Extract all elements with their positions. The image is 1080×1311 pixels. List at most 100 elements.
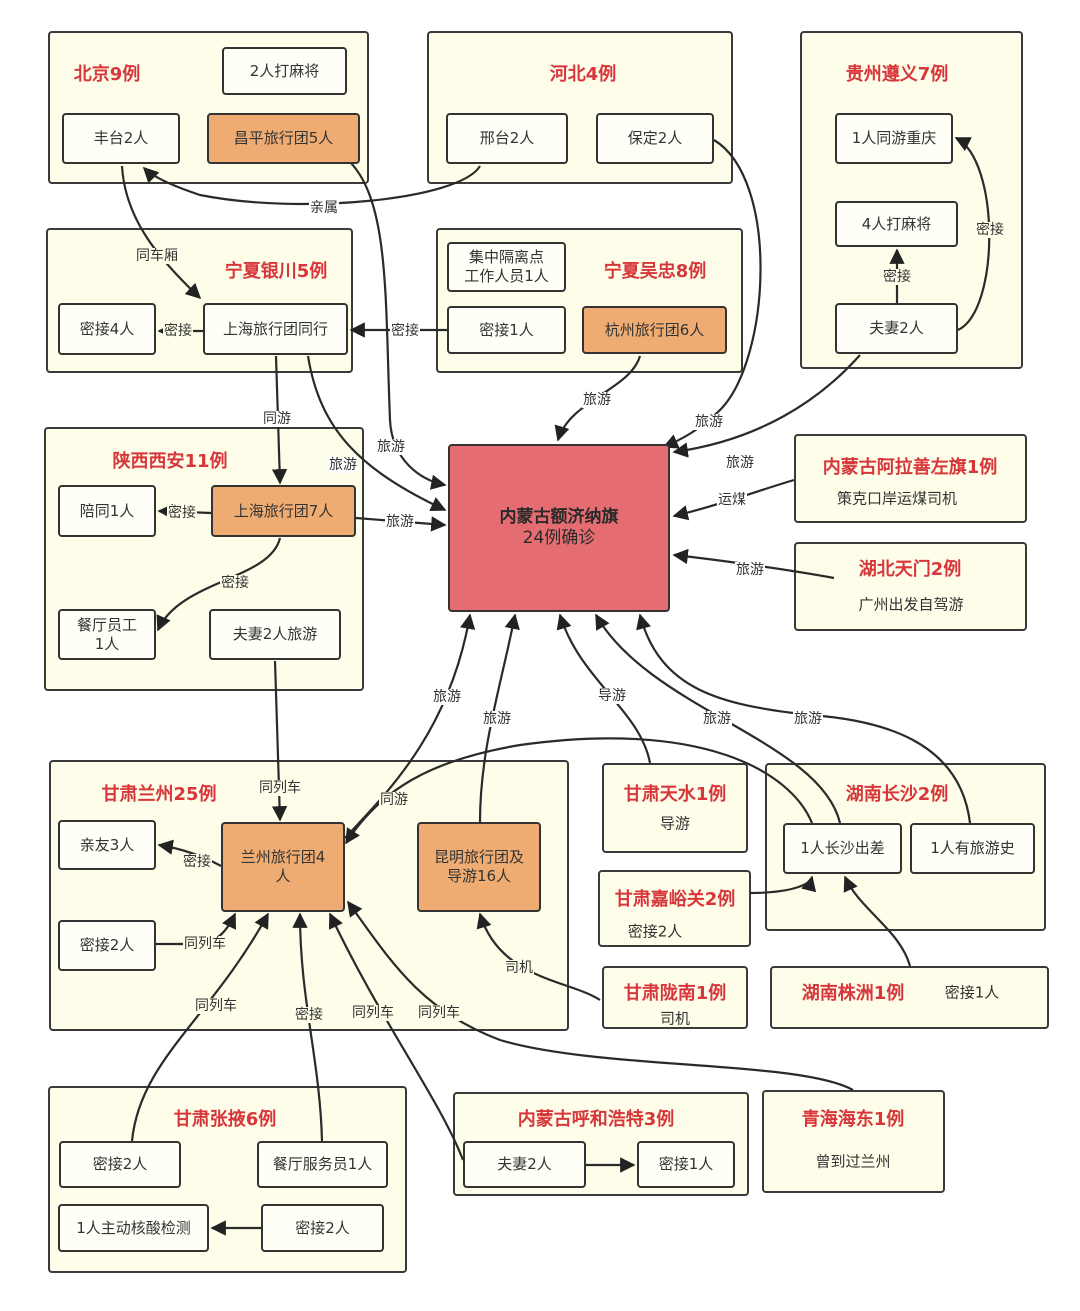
edge-label: 密接: [182, 854, 212, 870]
edge-baoding-center: [662, 139, 762, 449]
edge-label: 旅游: [328, 457, 358, 473]
node-bj-changping: 昌平旅行团5人: [207, 113, 360, 164]
node-zy2-contact2: 密接2人: [261, 1204, 384, 1252]
group-alashan: [794, 434, 1027, 523]
edge-longnan-kunming: [476, 912, 601, 1001]
edge-label: 同列车: [183, 936, 227, 952]
node-zy2-contact: 密接2人: [59, 1141, 181, 1188]
edge-huhe-lanzhou: [328, 912, 465, 1161]
edge-label: 同车厢: [135, 248, 179, 264]
edge-haidong-lanzhou: [347, 900, 854, 1091]
edge-label: 同列车: [194, 998, 238, 1014]
node-zy2-restaurant: 餐厅服务员1人: [257, 1141, 388, 1188]
group-title: 湖南长沙2例: [845, 784, 949, 805]
edge-changping-center: [347, 159, 447, 490]
node-zy-mahjong: 4人打麻将: [835, 201, 958, 247]
node-zy-chongqing: 1人同游重庆: [835, 113, 953, 164]
node-xa-companion: 陪同1人: [58, 485, 156, 537]
edge-label: 同游: [379, 792, 409, 808]
node-xa-couple: 夫妻2人旅游: [209, 609, 341, 660]
edge-label: 亲属: [309, 200, 339, 216]
edge-label: 司机: [504, 960, 534, 976]
group-title: 甘肃兰州25例: [101, 784, 217, 805]
group-text: 曾到过兰州: [815, 1152, 891, 1171]
edge-label: 旅游: [432, 689, 462, 705]
edge-jiayuguan-changsha: [749, 875, 817, 895]
group-tianshui: [602, 763, 748, 853]
edge-zhangye-lanzhou: [130, 912, 269, 1142]
group-longnan: [602, 966, 748, 1029]
edge-fengtai-shanghai: [120, 165, 202, 300]
node-hb-baoding: 保定2人: [596, 113, 714, 164]
edge-label: 旅游: [702, 711, 732, 727]
center-node-ejinaqi: 内蒙古额济纳旗 24例确诊: [448, 444, 670, 612]
edge-label: 导游: [597, 688, 627, 704]
edge-couple-lanzhou: [271, 660, 288, 822]
node-cs-travel: 1人有旅游史: [910, 823, 1035, 874]
edge-label: 密接: [975, 222, 1005, 238]
group-title: 内蒙古呼和浩特3例: [517, 1109, 675, 1130]
edge-label: 旅游: [735, 562, 765, 578]
edge-restaurant-lanzhou: [292, 912, 324, 1142]
node-hh-couple: 夫妻2人: [463, 1141, 586, 1188]
group-jiayuguan: [598, 870, 751, 947]
group-title: 甘肃张掖6例: [173, 1109, 277, 1130]
group-title: 湖北天门2例: [858, 559, 962, 580]
node-lz-kunming: 昆明旅行团及 导游16人: [417, 822, 541, 912]
group-text: 导游: [659, 814, 691, 833]
edge-label: 密接: [163, 323, 193, 339]
edge-label: 旅游: [694, 414, 724, 430]
edge-label: 密接: [167, 505, 197, 521]
node-lz-group: 兰州旅行团4 人: [221, 822, 345, 912]
node-yc-contact: 密接4人: [58, 303, 156, 355]
group-title: 宁夏吴忠8例: [603, 261, 707, 282]
group-zhuzhou: [770, 966, 1049, 1029]
edge-label: 密接: [390, 323, 420, 339]
node-xa-shanghai: 上海旅行团7人: [211, 485, 356, 537]
edge-label: 旅游: [385, 514, 415, 530]
edge-label: 同游: [262, 411, 292, 427]
node-hh-contact: 密接1人: [637, 1141, 735, 1188]
group-text: 策克口岸运煤司机: [836, 489, 958, 508]
group-tianmen: [794, 542, 1027, 631]
node-bj-mahjong: 2人打麻将: [222, 47, 347, 95]
node-cs-trip: 1人长沙出差: [783, 823, 902, 874]
node-yc-shanghai: 上海旅行团同行: [203, 303, 348, 355]
node-lz-contact: 密接2人: [58, 920, 156, 971]
group-title: 湖南株洲1例: [801, 983, 905, 1004]
edge-zunyi-center: [672, 354, 861, 458]
group-title: 甘肃陇南1例: [623, 983, 727, 1004]
edge-label: 同列车: [351, 1005, 395, 1021]
center-title: 内蒙古额济纳旗: [499, 506, 619, 527]
node-zy2-test: 1人主动核酸检测: [58, 1204, 209, 1252]
edge-label: 运煤: [717, 492, 747, 508]
group-text: 广州出发自驾游: [858, 595, 964, 614]
group-text: 密接1人: [944, 983, 1000, 1002]
node-wz-hangzhou: 杭州旅行团6人: [582, 306, 727, 354]
node-lz-friends: 亲友3人: [58, 820, 156, 870]
group-text: 司机: [659, 1009, 691, 1028]
node-bj-fengtai: 丰台2人: [62, 113, 180, 164]
node-wz-contact: 密接1人: [447, 306, 566, 354]
group-title: 甘肃嘉峪关2例: [614, 889, 736, 910]
edge-zhuzhou-changsha: [843, 875, 912, 967]
group-haidong: [762, 1090, 945, 1193]
edge-label: 旅游: [376, 439, 406, 455]
edge-label: 旅游: [725, 455, 755, 471]
group-title: 北京9例: [73, 64, 141, 85]
edge-label: 旅游: [482, 711, 512, 727]
edge-xingtai-fengtai: [142, 165, 481, 206]
edge-label: 同列车: [417, 1005, 461, 1021]
group-title: 河北4例: [549, 64, 617, 85]
node-zy-couple: 夫妻2人: [835, 303, 958, 354]
node-hb-xingtai: 邢台2人: [446, 113, 568, 164]
center-subtitle: 24例确诊: [522, 528, 596, 548]
edge-label: 旅游: [793, 711, 823, 727]
edge-label: 密接: [220, 575, 250, 591]
edge-label: 密接: [294, 1007, 324, 1023]
edge-label: 密接: [882, 269, 912, 285]
group-title: 贵州遵义7例: [845, 64, 949, 85]
group-title: 陕西西安11例: [112, 451, 228, 472]
